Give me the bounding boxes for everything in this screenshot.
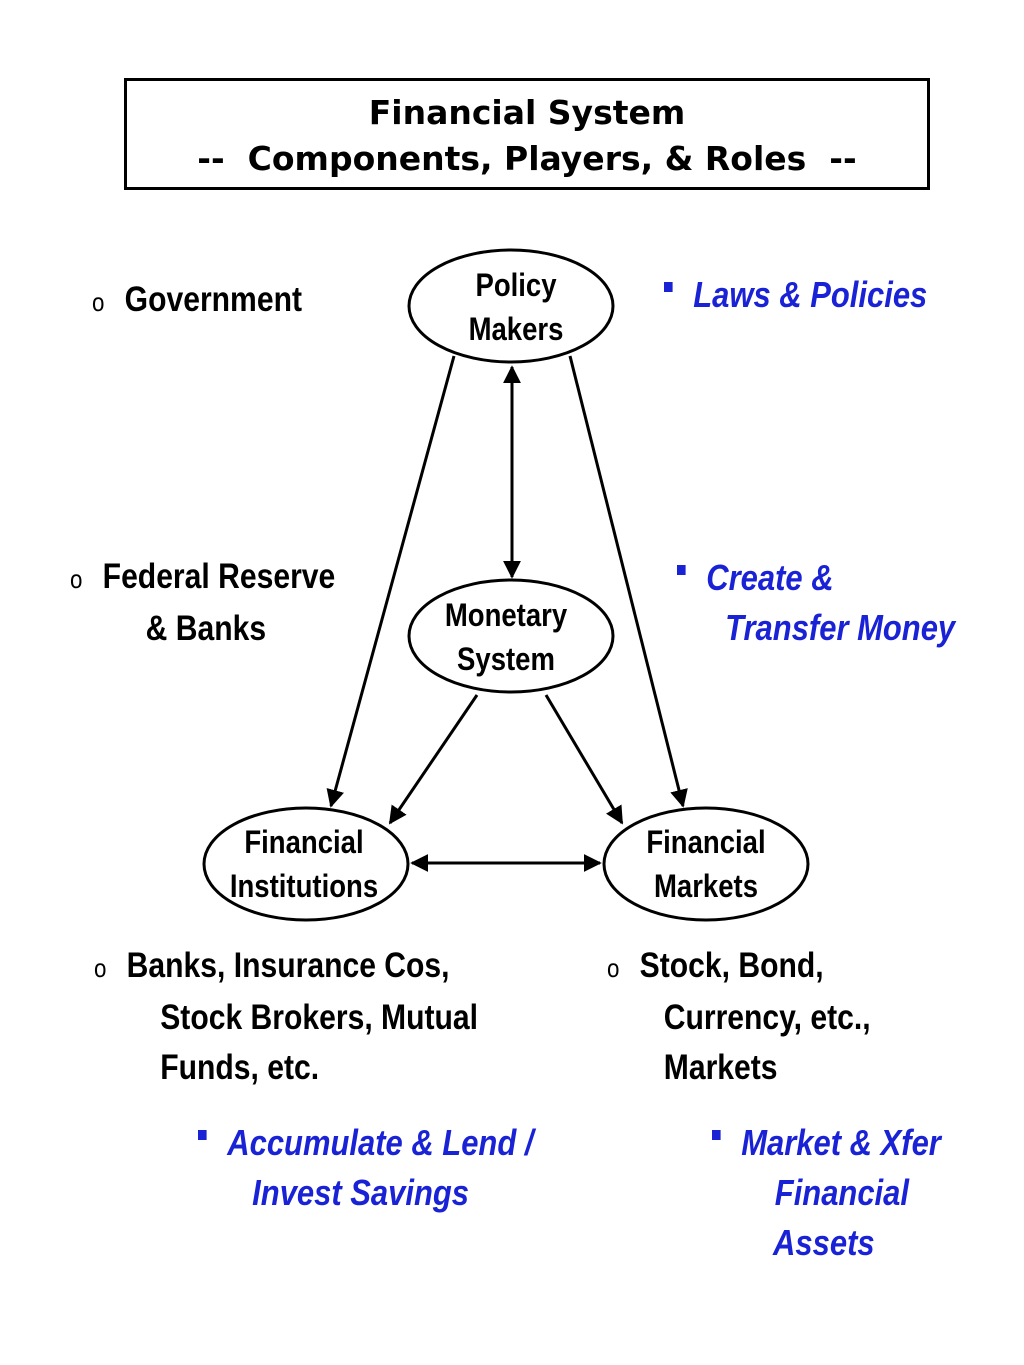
player-fed-line-1: Federal Reserve bbox=[102, 557, 336, 596]
role-markets-line-2: Financial bbox=[774, 1172, 909, 1213]
player-institutions-line-1: Banks, Insurance Cos, bbox=[126, 946, 450, 985]
square-bullet-icon bbox=[712, 1130, 721, 1141]
player-markets-line-2: Currency, etc., bbox=[663, 998, 871, 1037]
arrow-monetary-markets bbox=[544, 694, 624, 825]
arrow-monetary-institutions bbox=[388, 694, 479, 825]
role-markets-line-3: Assets bbox=[773, 1222, 875, 1263]
role-monetary-line-1: Create & bbox=[706, 557, 834, 598]
role-policy: Laws & Policies bbox=[664, 270, 927, 320]
role-institutions-line-2: Invest Savings bbox=[252, 1172, 469, 1213]
player-fed-line-2: & Banks bbox=[145, 609, 267, 648]
title-line-1: Financial System bbox=[368, 93, 686, 132]
player-fed: o Federal Reserve & Banks bbox=[70, 552, 335, 654]
role-markets-line-1: Market & Xfer bbox=[741, 1122, 941, 1163]
financial-markets-line-1: Financial bbox=[646, 824, 766, 860]
policy-makers-label: Policy Makers bbox=[443, 263, 589, 351]
arrow-policy-markets bbox=[568, 355, 688, 808]
role-monetary: Create & Transfer Money bbox=[677, 553, 955, 653]
financial-institutions-line-1: Financial bbox=[244, 824, 364, 860]
role-institutions-line-1: Accumulate & Lend / bbox=[227, 1122, 534, 1163]
player-institutions-line-3: Funds, etc. bbox=[160, 1048, 320, 1087]
player-markets: o Stock, Bond, Currency, etc., Markets bbox=[607, 941, 871, 1093]
square-bullet-icon bbox=[198, 1130, 207, 1141]
square-bullet-icon bbox=[677, 565, 686, 576]
player-institutions: o Banks, Insurance Cos, Stock Brokers, Mu… bbox=[94, 941, 478, 1093]
financial-markets-node bbox=[602, 806, 810, 922]
bullet-circle-icon: o bbox=[70, 564, 83, 594]
policy-makers-line-2: Makers bbox=[468, 311, 564, 347]
role-institutions: Accumulate & Lend / Invest Savings bbox=[198, 1118, 533, 1218]
player-markets-line-3: Markets bbox=[663, 1048, 778, 1087]
player-government: o Government bbox=[92, 275, 302, 327]
policy-makers-line-1: Policy bbox=[475, 267, 557, 303]
monetary-system-label: Monetary System bbox=[433, 593, 579, 681]
title-line-2: -- Components, Players, & Roles -- bbox=[197, 139, 857, 178]
player-markets-line-1: Stock, Bond, bbox=[639, 946, 824, 985]
bullet-circle-icon: o bbox=[607, 953, 620, 983]
arrow-policy-institutions bbox=[326, 355, 456, 808]
role-monetary-line-2: Transfer Money bbox=[725, 607, 956, 648]
role-markets: Market & Xfer Financial Assets bbox=[712, 1118, 941, 1268]
policy-makers-node bbox=[407, 248, 615, 364]
financial-markets-label: Financial Markets bbox=[633, 820, 779, 908]
monetary-system-line-1: Monetary bbox=[444, 597, 568, 633]
financial-markets-line-2: Markets bbox=[653, 868, 759, 904]
monetary-system-node bbox=[407, 578, 615, 694]
financial-institutions-node bbox=[202, 806, 410, 922]
player-government-text: Government bbox=[124, 280, 302, 319]
role-policy-text: Laws & Policies bbox=[693, 274, 928, 315]
title-box: Financial System -- Components, Players,… bbox=[124, 78, 930, 190]
financial-institutions-label: Financial Institutions bbox=[218, 820, 390, 908]
bullet-circle-icon: o bbox=[92, 287, 105, 317]
bullet-circle-icon: o bbox=[94, 953, 107, 983]
financial-institutions-line-2: Institutions bbox=[229, 868, 379, 904]
square-bullet-icon bbox=[664, 282, 673, 293]
player-institutions-line-2: Stock Brokers, Mutual bbox=[160, 998, 479, 1037]
monetary-system-line-2: System bbox=[457, 641, 555, 677]
